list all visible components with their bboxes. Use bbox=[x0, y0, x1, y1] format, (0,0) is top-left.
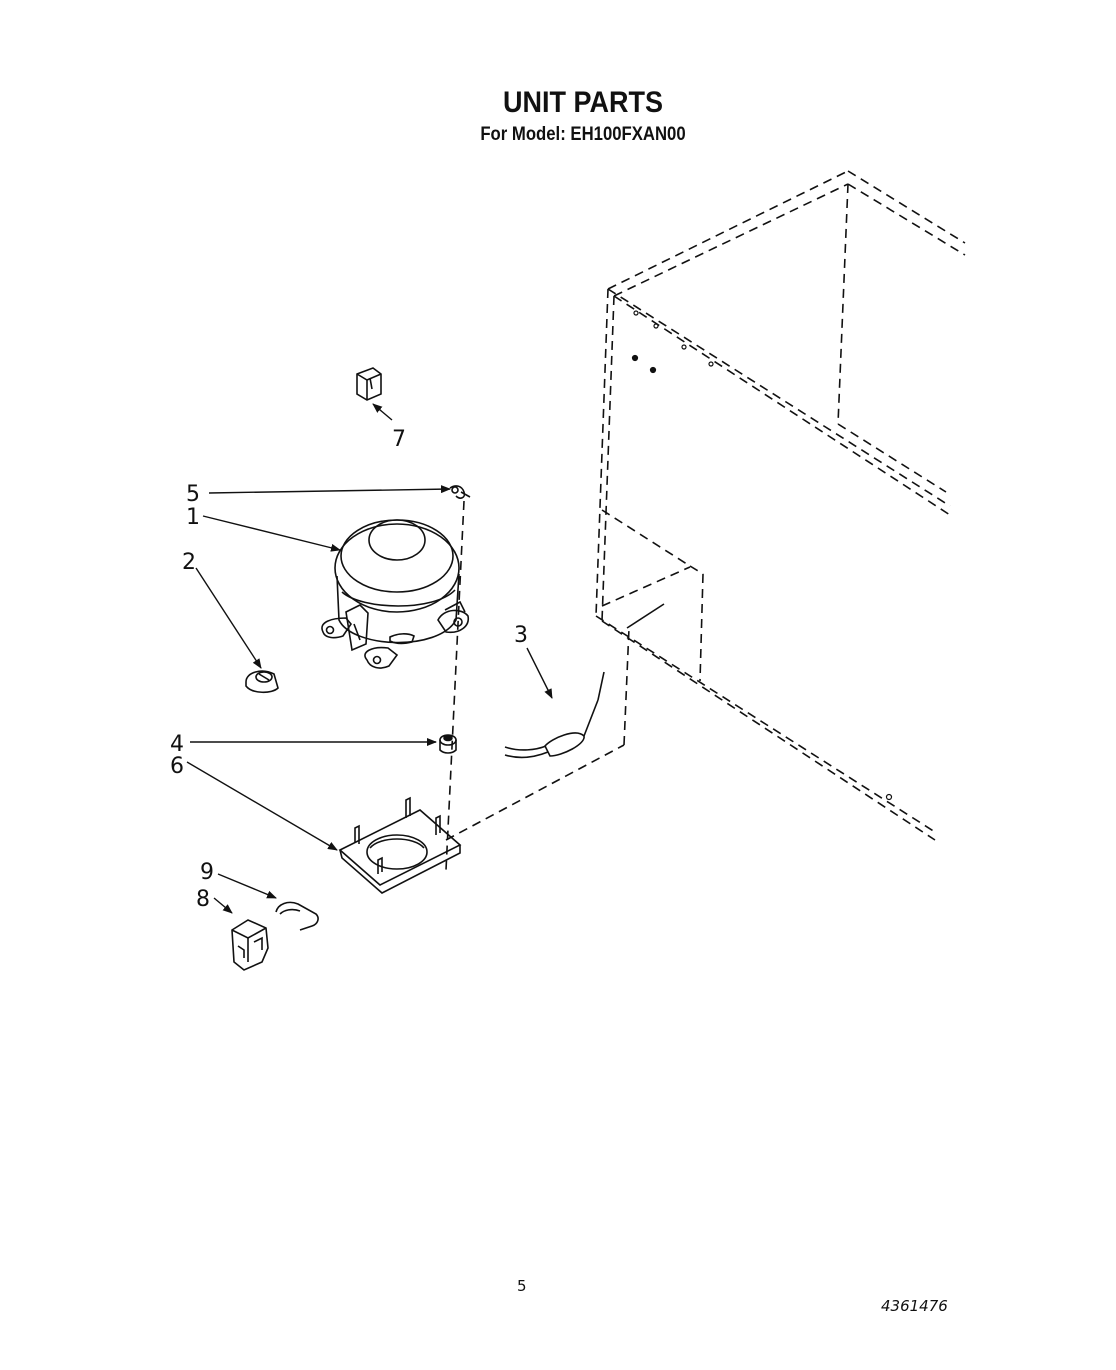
tube-stub bbox=[626, 603, 665, 629]
leader-lines bbox=[186, 403, 553, 914]
leader-9 bbox=[217, 873, 277, 899]
part-7-cover bbox=[356, 367, 382, 401]
callout-9: 9 bbox=[200, 860, 214, 885]
callout-6: 6 bbox=[170, 754, 184, 779]
leader-1 bbox=[202, 515, 341, 552]
part-1-compressor bbox=[321, 519, 470, 669]
part-9-wire-bracket bbox=[275, 901, 319, 931]
document-number: 4361476 bbox=[881, 1297, 948, 1315]
part-2-grommet bbox=[245, 670, 279, 694]
cabinet-outline bbox=[595, 170, 966, 841]
part-3-drier bbox=[504, 671, 605, 759]
page-number: 5 bbox=[517, 1277, 527, 1295]
assembly-path-lines bbox=[445, 500, 630, 871]
part-8-relay bbox=[231, 919, 269, 971]
callout-3: 3 bbox=[514, 623, 528, 648]
callout-7: 7 bbox=[392, 427, 406, 452]
callout-1: 1 bbox=[186, 505, 200, 530]
leader-8 bbox=[213, 897, 233, 914]
leader-6 bbox=[186, 761, 338, 851]
part-4-grommet bbox=[439, 734, 457, 754]
leader-5 bbox=[208, 485, 451, 494]
leader-3 bbox=[526, 647, 553, 699]
leader-7 bbox=[372, 403, 393, 421]
callout-2: 2 bbox=[182, 550, 196, 575]
model-subtitle: For Model: EH100FXAN00 bbox=[480, 124, 686, 145]
callout-labels: 7 5 1 2 3 4 6 9 8 bbox=[170, 427, 528, 912]
part-5-clip bbox=[449, 485, 471, 499]
part-6-base-plate bbox=[338, 796, 462, 894]
callout-5: 5 bbox=[186, 482, 200, 507]
callout-4: 4 bbox=[170, 732, 184, 757]
callout-8: 8 bbox=[196, 887, 210, 912]
cabinet-holes bbox=[631, 310, 893, 801]
leader-2 bbox=[195, 567, 262, 669]
page-title: UNIT PARTS bbox=[502, 86, 664, 119]
